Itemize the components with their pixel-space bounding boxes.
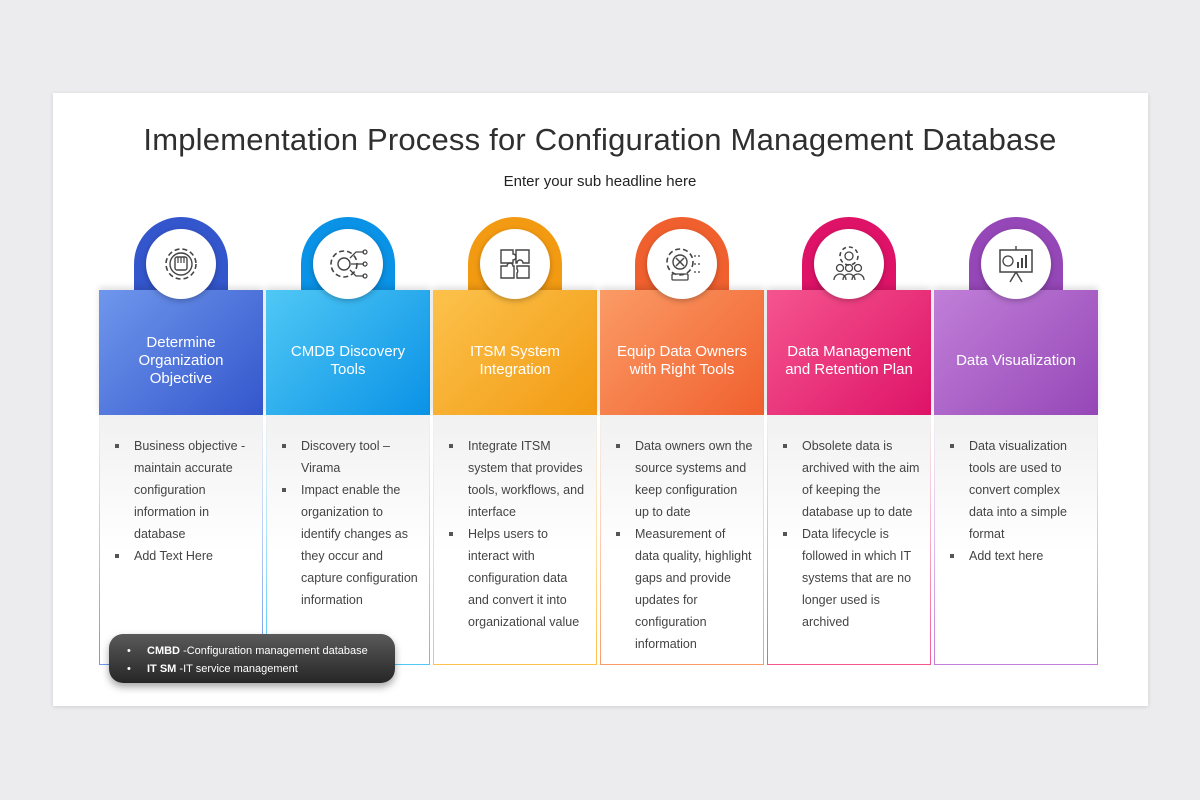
step-bullet: Integrate ITSM system that provides tool… xyxy=(449,435,586,523)
step-bullet-list: Data visualization tools are used to con… xyxy=(935,415,1097,567)
step-details: Business objective - maintain accurate c… xyxy=(99,415,263,665)
step-bullet: Measurement of data quality, highlight g… xyxy=(616,523,753,655)
step-bullet: Obsolete data is archived with the aim o… xyxy=(783,435,920,523)
step-bullet: Data lifecycle is followed in which IT s… xyxy=(783,523,920,633)
step-header: Data Management and Retention Plan xyxy=(767,290,931,415)
step-icon-badge xyxy=(647,229,717,299)
step-bullet: Discovery tool – Virama xyxy=(282,435,419,479)
step-icon-badge xyxy=(814,229,884,299)
step-bullet: Add Text Here xyxy=(115,545,252,567)
step-icon-badge xyxy=(981,229,1051,299)
step-bullet: Impact enable the organization to identi… xyxy=(282,479,419,611)
step-icon-badge xyxy=(146,229,216,299)
abbreviation-note: •CMBD -Configuration management database… xyxy=(109,634,395,683)
step-icon-badge xyxy=(480,229,550,299)
step-bullet-list: Obsolete data is archived with the aim o… xyxy=(768,415,930,633)
step-title: Data Visualization xyxy=(956,351,1076,369)
step-bullet: Business objective - maintain accurate c… xyxy=(115,435,252,545)
step-bullet: Helps users to interact with configurati… xyxy=(449,523,586,633)
step-bullet-list: Business objective - maintain accurate c… xyxy=(100,415,262,567)
step-title: Determine Organization Objective xyxy=(138,333,224,387)
tools-gear-icon xyxy=(666,248,700,281)
presentation-chart-icon xyxy=(999,246,1033,283)
step-details: Data visualization tools are used to con… xyxy=(934,415,1098,665)
step-header: Data Visualization xyxy=(934,290,1098,415)
step-details: Obsolete data is archived with the aim o… xyxy=(767,415,931,665)
step-details: Integrate ITSM system that provides tool… xyxy=(433,415,597,665)
step-title: ITSM System Integration xyxy=(469,342,560,378)
puzzle-icon xyxy=(500,249,530,279)
note-definition: -Configuration management database xyxy=(183,645,368,657)
step-title: Data Management and Retention Plan xyxy=(785,342,913,378)
page-title: Implementation Process for Configuration… xyxy=(143,122,1057,157)
fist-gear-icon xyxy=(165,248,197,280)
note-term: CMBD xyxy=(147,645,180,657)
step-title: Equip Data Owners with Right Tools xyxy=(616,342,748,378)
page-subtitle: Enter your sub headline here xyxy=(503,173,697,190)
note-item: •CMBD -Configuration management database xyxy=(127,645,368,657)
step-icon-badge xyxy=(313,229,383,299)
step-bullet-list: Integrate ITSM system that provides tool… xyxy=(434,415,596,633)
step-bullet: Add text here xyxy=(950,545,1087,567)
people-gear-icon xyxy=(833,246,865,281)
note-term: IT SM xyxy=(147,663,177,675)
step-header: Equip Data Owners with Right Tools xyxy=(600,290,764,415)
step-bullet: Data visualization tools are used to con… xyxy=(950,435,1087,545)
circuit-gear-icon xyxy=(330,249,368,279)
step-header: Determine Organization Objective xyxy=(99,290,263,415)
note-item: •IT SM -IT service management xyxy=(127,663,298,675)
step-bullet: Data owners own the source systems and k… xyxy=(616,435,753,523)
step-bullet-list: Data owners own the source systems and k… xyxy=(601,415,763,655)
step-header: ITSM System Integration xyxy=(433,290,597,415)
step-header: CMDB Discovery Tools xyxy=(266,290,430,415)
step-details: Data owners own the source systems and k… xyxy=(600,415,764,665)
note-definition: -IT service management xyxy=(179,663,298,675)
step-title: CMDB Discovery Tools xyxy=(290,342,406,378)
